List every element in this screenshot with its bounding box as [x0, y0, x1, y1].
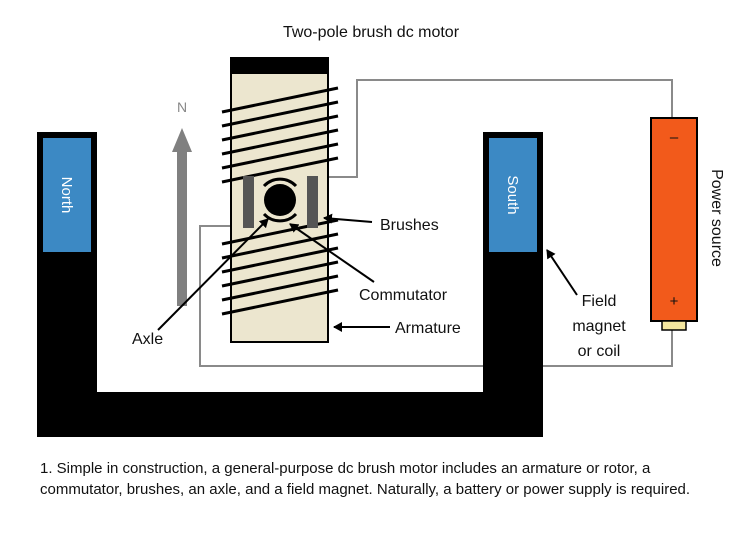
figure-caption: 1. Simple in construction, a general-pur… [40, 460, 691, 498]
winding-line [221, 142, 339, 170]
winding-line [221, 288, 339, 316]
commutator-label: Commutator [359, 287, 448, 304]
winding-line [221, 156, 339, 184]
winding-line [221, 128, 339, 156]
armature-label: Armature [395, 320, 461, 337]
winding-line [221, 274, 339, 302]
n-arrow-label: N [177, 99, 187, 115]
winding-line [221, 218, 339, 246]
axle-shaft [264, 184, 296, 216]
brushes-label: Brushes [380, 217, 439, 234]
battery-plus: + [670, 293, 679, 310]
winding-line [221, 260, 339, 288]
commutator [253, 173, 307, 227]
brush-right [307, 176, 318, 228]
battery-minus: – [670, 129, 679, 146]
north-label: North [58, 177, 75, 214]
field-label-line2: magnet [572, 318, 626, 335]
winding-line [221, 114, 339, 142]
winding-line [221, 232, 339, 260]
field-label-line3: or coil [578, 343, 621, 360]
field-label-line1: Field [582, 293, 617, 310]
circuit-wire [199, 79, 673, 367]
winding-line [221, 100, 339, 128]
magnet-pole-north [43, 138, 91, 252]
armature-windings [221, 86, 339, 316]
brush-left [243, 176, 254, 228]
north-arrow [172, 128, 192, 306]
battery [650, 117, 698, 331]
winding-line [221, 86, 339, 114]
diagram-title: Two-pole brush dc motor [282, 24, 460, 41]
winding-line [221, 246, 339, 274]
south-label: South [504, 175, 521, 214]
power-source-label: Power source [708, 169, 725, 267]
leader-lines [157, 213, 578, 332]
magnet-pole-south [489, 138, 537, 252]
axle-label: Axle [132, 331, 163, 348]
